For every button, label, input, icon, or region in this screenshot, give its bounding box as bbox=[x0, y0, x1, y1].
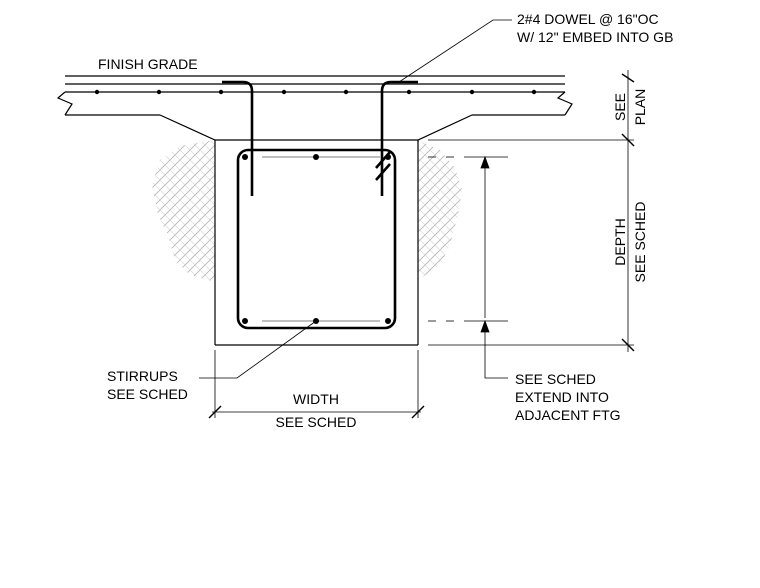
stirrups-label-line2: SEE SCHED bbox=[107, 386, 188, 402]
dowels bbox=[222, 80, 418, 196]
extend-note-line1: SEE SCHED bbox=[515, 371, 596, 387]
slab bbox=[56, 75, 573, 141]
extension-dashes bbox=[428, 155, 508, 379]
depth-label-line2: SEE SCHED bbox=[632, 202, 648, 283]
grade-beam-outline bbox=[214, 140, 419, 346]
beam-rebar bbox=[242, 154, 391, 324]
slab-rebar bbox=[94, 89, 537, 95]
soil-hatch-left bbox=[152, 140, 215, 282]
see-plan-line2: PLAN bbox=[632, 89, 648, 126]
stirrup bbox=[236, 148, 397, 330]
see-plan-line1: SEE bbox=[612, 93, 628, 121]
soil-hatch-right bbox=[418, 140, 462, 280]
width-label-line2: SEE SCHED bbox=[276, 414, 357, 430]
dowel-note-line2: W/ 12" EMBED INTO GB bbox=[517, 29, 673, 45]
width-dimension bbox=[208, 350, 425, 419]
leaders bbox=[199, 19, 512, 379]
stirrups-label-line1: STIRRUPS bbox=[107, 368, 178, 384]
extend-note-line2: EXTEND INTO bbox=[515, 389, 609, 405]
bar-level-lines bbox=[262, 156, 380, 322]
finish-grade-label: FINISH GRADE bbox=[98, 56, 198, 72]
depth-dimension bbox=[428, 70, 635, 352]
depth-label-line1: DEPTH bbox=[612, 218, 628, 265]
extend-note-line3: ADJACENT FTG bbox=[515, 407, 621, 423]
dowel-note-line1: 2#4 DOWEL @ 16"OC bbox=[517, 11, 659, 27]
width-label-line1: WIDTH bbox=[293, 391, 339, 407]
